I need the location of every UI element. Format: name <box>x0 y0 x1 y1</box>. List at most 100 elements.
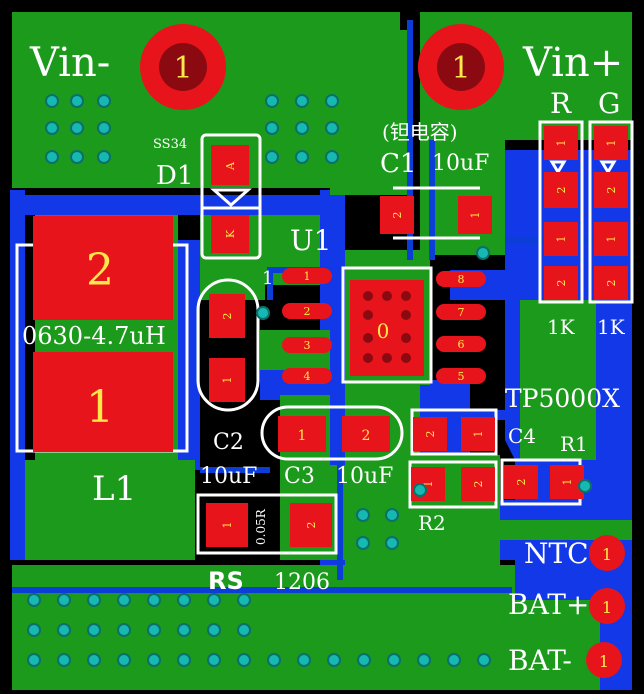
l1-pad-2 <box>33 216 173 320</box>
c2-value-label: 10uF <box>200 464 257 489</box>
r-led-arrow <box>549 160 567 175</box>
via <box>97 150 111 164</box>
via <box>295 121 309 135</box>
via <box>477 653 491 667</box>
via <box>476 246 490 260</box>
c3-pad-2 <box>342 416 390 452</box>
bat-plus-pad <box>589 588 625 624</box>
via <box>417 653 431 667</box>
d1-pad-a <box>211 145 249 185</box>
c3-pad-2-text: 2 <box>362 428 371 444</box>
r2-pad-2-text: 2 <box>472 481 485 488</box>
c4-pad-1 <box>461 417 495 451</box>
g-led-outline <box>588 120 634 304</box>
g-led-arrow <box>599 160 617 175</box>
vin-minus-label: Vin- <box>29 40 110 86</box>
bat-minus-label: BAT- <box>508 644 572 677</box>
via <box>256 306 270 320</box>
g-led-pad-2 <box>594 172 628 208</box>
c3-pad-1-text: 1 <box>298 428 307 444</box>
via <box>385 536 399 550</box>
via <box>265 150 279 164</box>
ntc-pad-number: 1 <box>602 545 612 564</box>
bat-plus-pad-number: 1 <box>602 598 612 617</box>
via <box>177 593 191 607</box>
d1-pad-k <box>211 215 249 253</box>
ic-pin-1-text: 1 <box>304 270 311 283</box>
r-led-pad-2-text: 2 <box>555 187 568 194</box>
g-led-pad-1-text: 1 <box>605 140 618 147</box>
via <box>237 653 251 667</box>
d1-pad-k-text: K <box>224 229 237 238</box>
vin-plus-hole <box>437 43 485 91</box>
d1-part-label: SS34 <box>153 137 187 152</box>
via <box>207 593 221 607</box>
ic-part-label: TP5000X <box>505 384 620 413</box>
c2-pad-1-text: 1 <box>221 377 234 384</box>
via <box>385 508 399 522</box>
r-led-pad-1 <box>544 126 578 160</box>
via <box>207 653 221 667</box>
r1-label: R1 <box>560 432 588 456</box>
via <box>327 653 341 667</box>
ic-pin-5-text: 5 <box>458 370 465 383</box>
via <box>87 593 101 607</box>
bat-minus-pad-number: 1 <box>599 652 609 671</box>
r-res-pad-1-text: 1 <box>555 236 568 243</box>
ic-pin-2-text: 2 <box>304 305 311 318</box>
via <box>357 653 371 667</box>
g-res-pad-2-text: 2 <box>605 280 618 287</box>
via <box>57 623 71 637</box>
vin-plus-pad-number: 1 <box>451 51 470 86</box>
via <box>267 653 281 667</box>
d1-label: D1 <box>156 161 193 191</box>
rs-package-label: 1206 <box>274 570 330 595</box>
c1-outline <box>393 186 480 240</box>
res-r-label: 1K <box>547 315 576 339</box>
via <box>447 653 461 667</box>
ic-pin-7 <box>436 304 486 320</box>
via <box>57 593 71 607</box>
c2-pad-2 <box>209 294 245 338</box>
u1-thermal-outline <box>341 266 433 384</box>
d1-arrow <box>210 188 252 208</box>
d1-pad-a-text: A <box>224 161 237 171</box>
ic-pin-6 <box>436 336 486 352</box>
vin-plus-label: Vin+ <box>522 40 623 86</box>
vin-minus-pad-number: 1 <box>173 51 192 86</box>
via <box>325 121 339 135</box>
pin1-label: 1 <box>262 268 273 289</box>
r-led-label: R <box>550 87 572 120</box>
rs-pad-2-text: 2 <box>305 522 318 529</box>
via <box>45 150 59 164</box>
ntc-label: NTC <box>524 537 589 570</box>
rs-pad-2 <box>290 503 332 547</box>
c1-pad-1 <box>458 196 492 234</box>
via <box>265 94 279 108</box>
res-g-label: 1K <box>597 315 626 339</box>
silk-outlines <box>15 120 634 555</box>
via <box>177 623 191 637</box>
rs-outline <box>196 493 338 555</box>
c4-outline <box>410 408 498 456</box>
g-res-pad-1-text: 1 <box>605 236 618 243</box>
c4-pad-2-text: 2 <box>424 431 437 438</box>
inductor-value-label: 0630-4.7uH <box>22 322 166 350</box>
ic-pin-1 <box>282 268 332 284</box>
ic-pin-2 <box>282 303 332 319</box>
ic-pin-8 <box>436 271 486 287</box>
rs-value-label: 0.05R <box>254 508 268 545</box>
u1-label: U1 <box>290 224 331 257</box>
via <box>27 593 41 607</box>
via <box>356 536 370 550</box>
via <box>325 150 339 164</box>
l1-label: L1 <box>92 469 136 509</box>
pad-numbers: A K 2 1 2 1 1 2 2 1 1 2 2 1 1 2 1 2 1 2 … <box>221 140 618 529</box>
r2-label: R2 <box>418 511 446 535</box>
ic-pin-4 <box>282 368 332 384</box>
g-led-pad-2-text: 2 <box>605 187 618 194</box>
via-field <box>27 94 592 667</box>
via <box>117 593 131 607</box>
c4-label: C4 <box>508 424 536 448</box>
